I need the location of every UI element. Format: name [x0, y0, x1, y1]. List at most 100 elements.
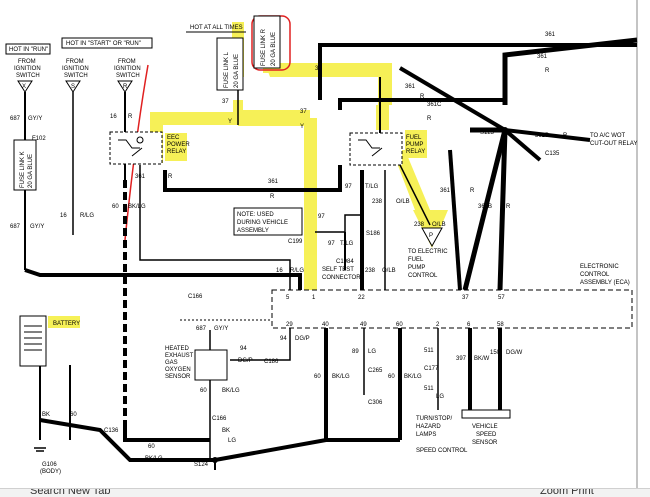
header-hot-start-run-text: HOT IN "START" OR "RUN": [66, 41, 141, 47]
label-tlg-a: T/LG: [365, 184, 379, 190]
ac-label-1: TO A/C WOT: [590, 133, 626, 139]
label-361c: 361C: [427, 102, 442, 108]
svg-text:FUSE LINK L: FUSE LINK L: [224, 51, 230, 88]
bottom-bar-right[interactable]: Zoom Print: [540, 488, 594, 497]
label-lg-511: LG: [436, 394, 444, 400]
label-y-top: Y: [318, 80, 322, 86]
label-37-l: 37: [222, 99, 229, 105]
note-box: NOTE: USED DURING VEHICLE ASSEMBLY: [233, 207, 303, 236]
label-361-top-right: 361: [545, 32, 556, 38]
label-60-battery: 60: [70, 412, 77, 418]
svg-text:FUSE LINK R: FUSE LINK R: [261, 28, 267, 66]
label-60-sensor: 60: [200, 388, 207, 394]
label-s186: S186: [366, 231, 381, 237]
svg-text:20 GA BLUE: 20 GA BLUE: [271, 32, 277, 66]
label-tlg-c: T/LG: [340, 241, 354, 247]
label-f102: F102: [32, 136, 46, 142]
label-c306: C306: [368, 400, 383, 406]
eec-power-relay: EEC POWER RELAY: [109, 131, 190, 165]
svg-text:IGNITION: IGNITION: [62, 66, 89, 72]
label-397: 397: [456, 356, 467, 362]
label-60-eca-b: 60: [388, 374, 395, 380]
ignition-switch-r: FROM IGNITION SWITCH R: [114, 59, 141, 93]
label-r-lower: R: [470, 188, 475, 194]
label-c136: C136: [104, 428, 119, 434]
label-r-361c: R: [427, 116, 432, 122]
svg-text:VEHICLE: VEHICLE: [472, 424, 498, 430]
label-c199: C199: [288, 239, 303, 245]
header-hot-run: HOT IN "RUN": [5, 43, 51, 55]
fuel-pump-label-1: TO ELECTRIC: [408, 249, 448, 255]
svg-text:CONTROL: CONTROL: [580, 272, 610, 278]
header-hot-run-text: HOT IN "RUN": [9, 47, 48, 53]
header-hot-all-times: HOT AT ALL TIMES: [186, 25, 246, 33]
svg-text:ELECTRONIC: ELECTRONIC: [580, 264, 619, 270]
yellow-highlights: [48, 22, 448, 328]
label-c135: C135: [545, 151, 560, 157]
label-olb-eca: O/LB: [382, 268, 396, 274]
svg-text:X: X: [22, 84, 26, 90]
svg-text:S: S: [71, 84, 75, 90]
label-60-bottom: 60: [148, 444, 155, 450]
svg-text:2: 2: [436, 322, 440, 328]
label-r-top: R: [128, 114, 133, 120]
label-94-b: 94: [280, 336, 287, 342]
fuel-pump-symbol: P: [421, 227, 443, 248]
label-r-mid: R: [270, 194, 275, 200]
label-687-bottom: 687: [10, 224, 21, 230]
label-bklg: BK/LG: [128, 204, 146, 210]
label-361-upper: 361: [405, 84, 416, 90]
svg-text:GAS: GAS: [165, 360, 178, 366]
label-687-top: 687: [10, 116, 21, 122]
svg-text:60: 60: [396, 322, 403, 328]
fuse-link-l: FUSE LINK L 20 GA BLUE: [216, 37, 244, 91]
svg-text:FROM: FROM: [18, 59, 36, 65]
label-c265: C265: [368, 368, 383, 374]
label-r-eec: R: [168, 174, 173, 180]
svg-text:FUSE LINK K: FUSE LINK K: [20, 151, 26, 188]
svg-text:SENSOR: SENSOR: [472, 440, 498, 446]
label-60-eca: 60: [314, 374, 321, 380]
svg-text:37: 37: [462, 295, 469, 301]
svg-text:LAMPS: LAMPS: [416, 432, 436, 438]
speed-control-label: SPEED CONTROL: [416, 448, 468, 454]
label-bklg-bottom: BK/LG: [145, 456, 163, 462]
svg-text:FROM: FROM: [118, 59, 136, 65]
svg-text:FUEL: FUEL: [406, 135, 422, 141]
browser-bottom-bar: Search New Tab Zoom Print: [0, 488, 650, 497]
svg-text:58: 58: [497, 322, 504, 328]
vehicle-speed-sensor: VEHICLE SPEED SENSOR: [461, 409, 511, 446]
label-97-b: 97: [318, 214, 325, 220]
label-y-mid: Y: [300, 124, 304, 130]
svg-text:HEATED: HEATED: [165, 346, 190, 352]
label-bkw: BK/W: [474, 356, 490, 362]
label-16-top: 16: [110, 114, 117, 120]
label-gyy-top: GY/Y: [28, 116, 42, 122]
fuse-link-r: FUSE LINK R 20 GA BLUE: [253, 15, 281, 69]
label-rlg-eca: R/LG: [290, 268, 304, 274]
bottom-bar-left[interactable]: Search New Tab: [30, 488, 111, 497]
eca-module: ELECTRONIC CONTROL ASSEMBLY (ECA) 5 1 22…: [271, 264, 633, 329]
svg-text:ASSEMBLY (ECA): ASSEMBLY (ECA): [580, 280, 630, 286]
svg-text:BATTERY: BATTERY: [53, 321, 80, 327]
turn-stop-lamps: TURN/STOP/ HAZARD LAMPS: [416, 416, 453, 438]
svg-text:SWITCH: SWITCH: [16, 73, 40, 79]
label-dgp-b: DG/P: [295, 336, 310, 342]
label-rlg-mid: R/LG: [80, 213, 94, 219]
label-bk-battery: BK: [42, 412, 50, 418]
splice-s124: [212, 457, 218, 463]
label-gyy-sensor: GY/Y: [214, 326, 228, 332]
label-bklg-sensor: BK/LG: [222, 388, 240, 394]
label-bklg-eca-b: BK/LG: [404, 374, 422, 380]
label-y-l: Y: [228, 119, 232, 125]
fuel-pump-label-3: PUMP: [408, 265, 425, 271]
label-238: 238: [372, 199, 383, 205]
fuel-pump-label-4: CONTROL: [408, 273, 438, 279]
label-687-sensor: 687: [196, 326, 207, 332]
fuel-pump-label-2: FUEL: [408, 257, 424, 263]
label-16-mid: 16: [60, 213, 67, 219]
svg-text:57: 57: [498, 295, 505, 301]
svg-text:20 GA BLUE: 20 GA BLUE: [234, 54, 240, 88]
label-gyy-bottom: GY/Y: [30, 224, 44, 230]
